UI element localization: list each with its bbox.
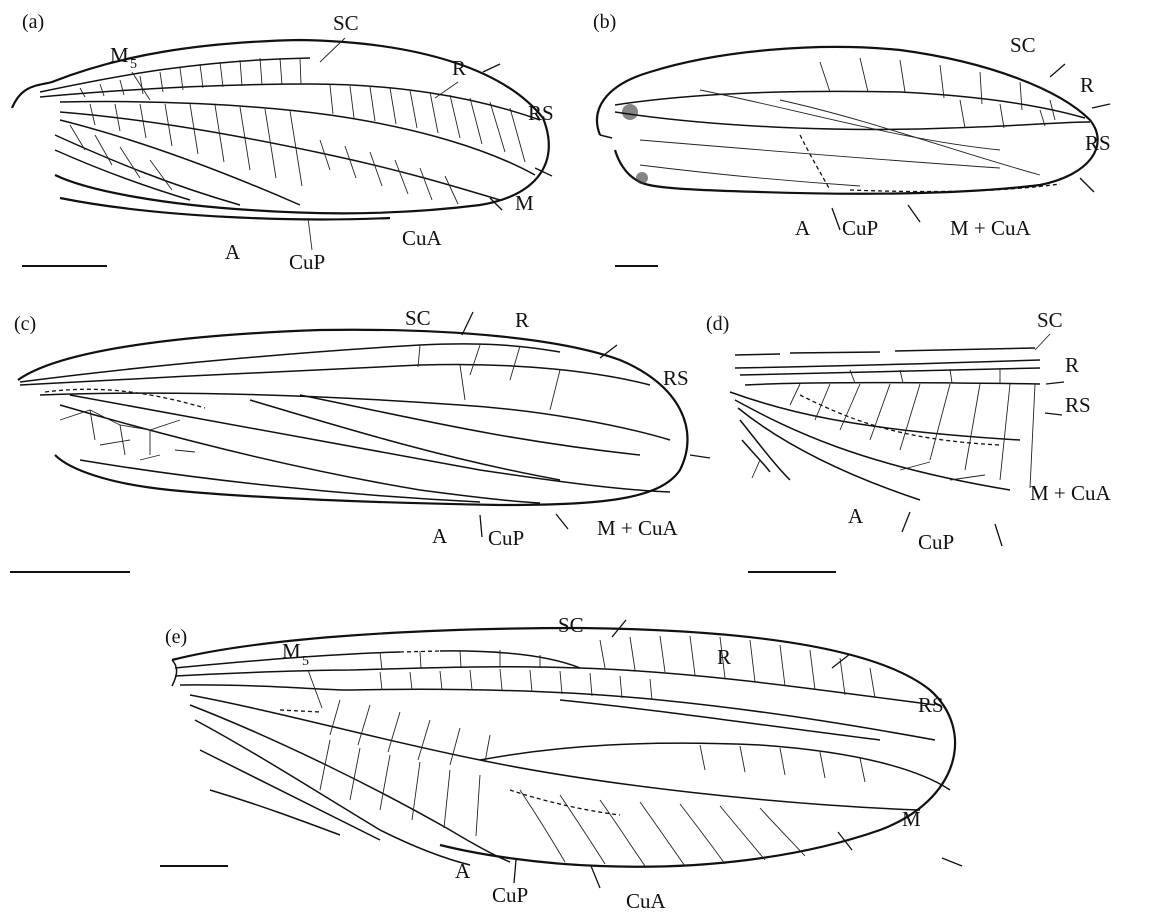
panel-e-veins xyxy=(175,651,950,865)
panel-d-tick-2 xyxy=(1045,413,1062,415)
panel-b: (b) SC R RS A CuP M + CuA xyxy=(593,11,1111,266)
panel-b-tick-1 xyxy=(1050,64,1065,77)
panel-e-label-sc: SC xyxy=(558,613,584,637)
panel-d-veins xyxy=(730,348,1040,500)
panel-a-label: (a) xyxy=(22,11,44,33)
panel-a-label-cup: CuP xyxy=(289,250,325,274)
panel-e-tick-6 xyxy=(591,866,600,888)
panel-c-label-sc: SC xyxy=(405,306,431,330)
panel-c: (c) SC R RS A CuP M + CuA xyxy=(10,306,710,572)
panel-b-label-mcua: M + CuA xyxy=(950,216,1032,240)
panel-b-tick-2 xyxy=(1092,104,1110,108)
panel-c-tick-5 xyxy=(556,514,568,529)
panel-a-label-rs: RS xyxy=(528,101,554,125)
panel-e-label-m5-sub: 5 xyxy=(302,654,309,669)
panel-a-cup-arrow xyxy=(308,218,312,250)
panel-b-basal-spot-1 xyxy=(622,104,638,120)
panel-c-crossveins xyxy=(60,345,560,460)
panel-a-label-r: R xyxy=(452,56,466,80)
panel-b-dashed-margin xyxy=(850,184,1060,192)
panel-b-label-a: A xyxy=(795,216,811,240)
panel-a: (a) M 5 SC R RS M CuA A xyxy=(12,11,554,274)
panel-d-label-rs: RS xyxy=(1065,393,1091,417)
panel-b-crossveins xyxy=(820,58,1055,128)
panel-c-wing-outline xyxy=(18,330,688,505)
panel-e-tick-4 xyxy=(838,832,852,850)
panel-e-base xyxy=(172,660,177,686)
panel-a-label-sc: SC xyxy=(333,11,359,35)
panel-b-veins xyxy=(615,90,1090,186)
panel-d-arrow-marker xyxy=(752,460,760,478)
panel-b-label-r: R xyxy=(1080,73,1094,97)
panel-c-label-cup: CuP xyxy=(488,526,524,550)
panel-a-label-a: A xyxy=(225,240,241,264)
panel-a-label-m5: M xyxy=(110,43,129,67)
panel-d-dashed-vein xyxy=(800,395,1000,445)
panel-d-label-r: R xyxy=(1065,353,1079,377)
panel-a-label-cua: CuA xyxy=(402,226,443,250)
panel-e-crossveins xyxy=(320,636,875,866)
panel-d-label: (d) xyxy=(706,313,729,335)
panel-e-label-rs: RS xyxy=(918,693,944,717)
panel-b-base xyxy=(600,135,612,138)
panel-d-tick-3 xyxy=(902,512,910,532)
panel-e-label-a: A xyxy=(455,859,471,883)
panel-c-label-r: R xyxy=(515,308,529,332)
panel-e-label-cup: CuP xyxy=(492,883,528,907)
panel-e-label-m: M xyxy=(902,807,921,831)
panel-d-label-a: A xyxy=(848,504,864,528)
panel-e-label: (e) xyxy=(165,626,187,648)
panel-e-label-cua: CuA xyxy=(626,889,667,912)
panel-b-label-sc: SC xyxy=(1010,33,1036,57)
panel-d-label-sc: SC xyxy=(1037,308,1063,332)
panel-d-label-cup: CuP xyxy=(918,530,954,554)
panel-a-label-m: M xyxy=(515,191,534,215)
panel-d-tick-4 xyxy=(995,524,1002,546)
panel-c-label-a: A xyxy=(432,524,448,548)
panel-b-wing-outline xyxy=(597,47,1098,194)
panel-c-tick-3 xyxy=(690,455,710,458)
panel-c-tick-4 xyxy=(480,515,482,537)
panel-a-label-m5-sub: 5 xyxy=(130,57,137,72)
panel-d: (d) SC R RS M + CuA A CuP xyxy=(706,308,1112,572)
panel-d-label-mcua: M + CuA xyxy=(1030,481,1112,505)
panel-b-tick-4 xyxy=(832,208,840,230)
panel-c-tick-1 xyxy=(462,312,473,335)
panel-b-tick-5 xyxy=(908,205,920,222)
panel-c-label: (c) xyxy=(14,313,36,335)
panel-a-veins xyxy=(40,58,540,205)
panel-d-tick-1 xyxy=(1046,382,1064,384)
panel-c-label-rs: RS xyxy=(663,366,689,390)
panel-b-label: (b) xyxy=(593,11,616,33)
panel-e-label-m5: M xyxy=(282,639,301,663)
panel-b-label-cup: CuP xyxy=(842,216,878,240)
panel-a-m5-arrow xyxy=(132,72,150,100)
panel-c-label-mcua: M + CuA xyxy=(597,516,679,540)
panel-e-label-r: R xyxy=(717,645,731,669)
panel-b-label-rs: RS xyxy=(1085,131,1111,155)
panel-e-tick-3 xyxy=(942,858,962,866)
panel-e-dashed-vein-1 xyxy=(280,710,320,712)
panel-b-basal-spot-2 xyxy=(636,172,648,184)
panel-a-tick-1 xyxy=(483,64,500,72)
panel-b-tick-3 xyxy=(1080,178,1094,192)
panel-d-sc-arrow xyxy=(1035,334,1050,350)
panel-e-tick-5 xyxy=(514,860,516,883)
panel-e: (e) M 5 SC xyxy=(160,613,962,912)
